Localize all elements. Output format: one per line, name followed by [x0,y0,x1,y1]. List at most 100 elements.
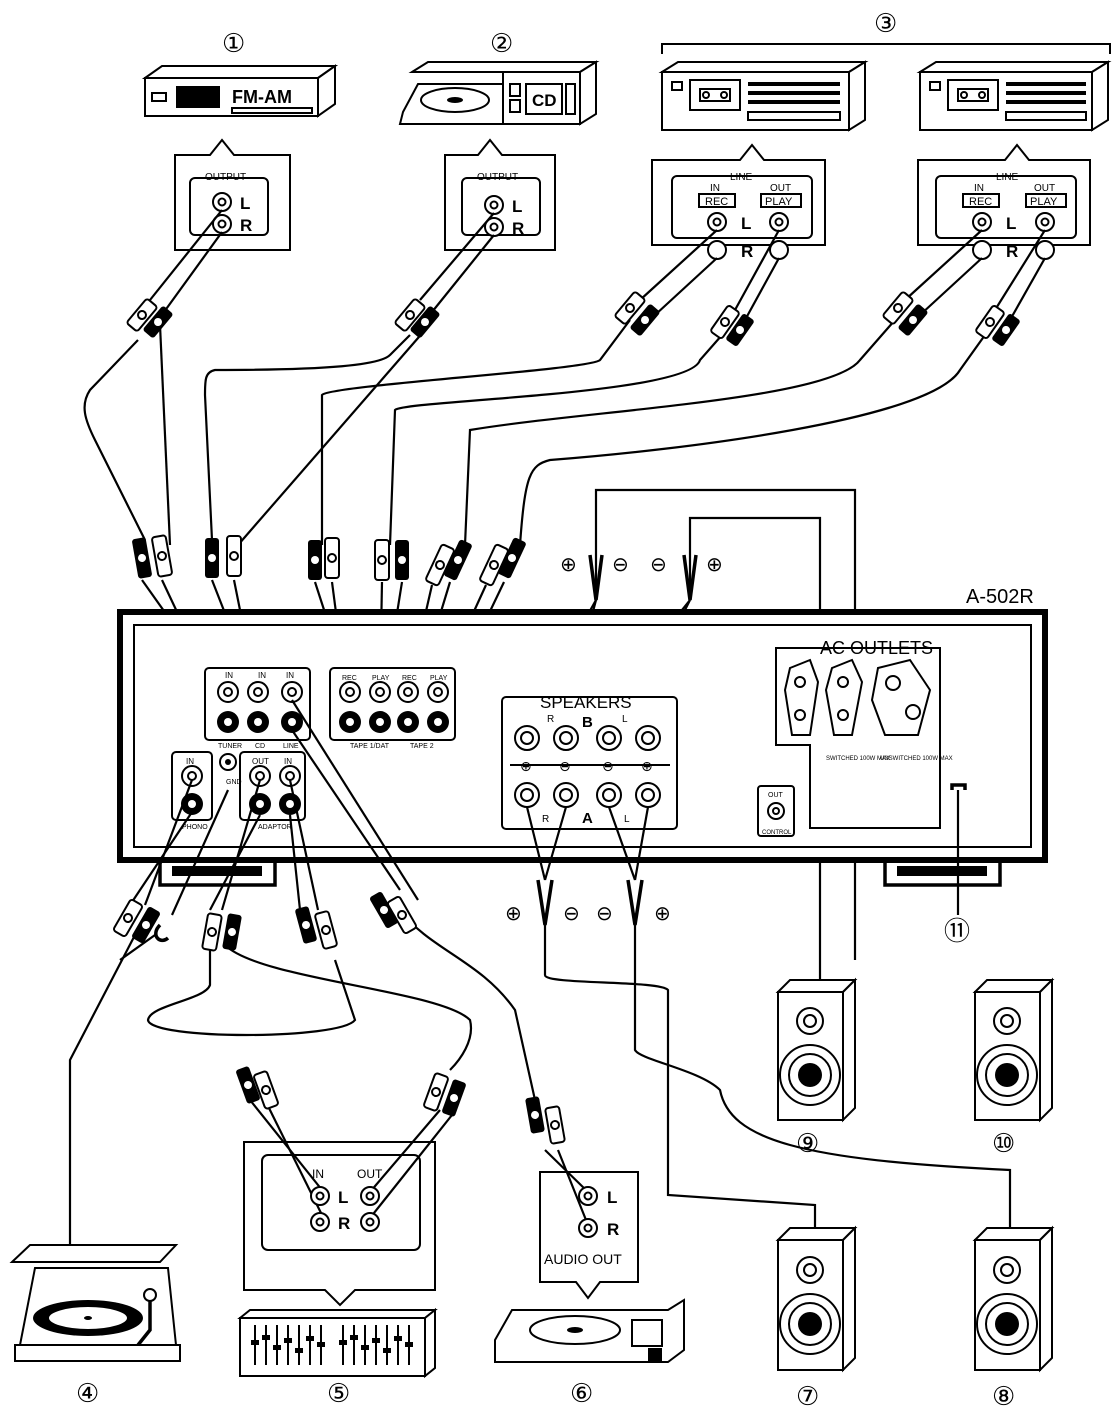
tape2-line-panel: LINE IN OUT REC PLAY L R [917,143,1091,261]
spk-a-minus-1: ⊖ [563,901,580,925]
spk-b-minus-2: ⊖ [650,552,667,576]
turntable-device [9,1244,181,1362]
tape-deck-2-device [916,60,1112,132]
rear-in-line: IN [286,671,294,680]
rear-rec-1: REC [342,675,357,682]
rear-switched-label: SWITCHED 100W MAX [826,756,890,762]
tape1-play-label: PLAY [765,196,793,208]
rear-tape2-label: TAPE 2 [410,743,434,750]
cd-l-label: L [512,197,522,216]
rear-unswitched-label: UNSWITCHED 100W MAX [880,756,953,762]
callout-1: ① [222,29,245,59]
spk-a-plus-1: ⊕ [505,901,522,925]
cd-label: CD [532,91,557,110]
tape2-rec-label: REC [969,196,992,208]
rear-pol-2: ⊖ [559,759,571,775]
eq-in-label: IN [312,1167,324,1181]
speaker-10 [972,977,1055,1123]
tape-deck-1-device [658,60,869,132]
rear-control-out-label: OUT [768,792,784,799]
callout-11: ⑪ [944,917,970,947]
rear-play-1: PLAY [372,675,390,682]
callout-9: ⑨ [796,1129,819,1159]
tape2-play-label: PLAY [1030,196,1058,208]
rear-in-tuner: IN [225,671,233,680]
tuner-r-label: R [240,216,252,235]
tuner-l-label: L [240,194,250,213]
callout-5: ⑤ [327,1379,350,1409]
spk-b-plus-1: ⊕ [560,552,577,576]
model-label: A-502R [966,586,1034,608]
cd-output-panel: OUTPUT L R [444,138,556,251]
callout-2: ② [490,29,513,59]
rear-in-cd: IN [258,671,266,680]
callout-4: ④ [76,1379,99,1409]
tuner-output-label: OUTPUT [205,172,246,183]
audio-out-r-label: R [607,1220,619,1239]
callout-8: ⑧ [992,1382,1015,1412]
top-rca-plugs [126,291,1020,346]
spk-a-plus-2: ⊕ [654,901,671,925]
rear-tuner-label: TUNER [218,743,242,750]
callout-7: ⑦ [796,1382,819,1412]
rear-gnd-label: GND [226,779,242,786]
spk-b-plus-2: ⊕ [706,552,723,576]
rear-b-r-label: R [547,714,554,725]
spk-a-minus-2: ⊖ [596,901,613,925]
rear-adaptor-in: IN [284,757,292,766]
cd-r-label: R [512,219,524,238]
audio-out-l-label: L [607,1188,617,1207]
cd-player-device: CD [398,60,600,126]
rear-pol-3: ⊖ [602,759,614,775]
top-cables [83,209,1046,546]
rear-cd-label: CD [255,743,265,750]
tape2-out-label: OUT [1034,183,1055,194]
equalizer-device [237,1307,438,1379]
cd-output-label: OUTPUT [477,172,518,183]
rear-pol-4: ⊕ [641,759,653,775]
rear-pol-1: ⊕ [520,759,532,775]
speaker-9 [775,977,858,1123]
rear-a-r-label: R [542,814,549,825]
tape2-r-label: R [1006,242,1018,261]
spk-b-minus-1: ⊖ [612,552,629,576]
rear-b-label: B [582,714,593,731]
amplifier-rear-panel: IN IN IN TUNER CD LINE REC PLAY REC PLAY… [117,609,1048,915]
rear-tape1-label: TAPE 1/DAT [350,743,390,750]
tape-deck-bracket [661,43,1111,54]
tuner-output-panel: OUTPUT L R [174,138,291,251]
tape2-line-label: LINE [996,172,1019,183]
rear-speakers-label: SPEAKERS [540,693,632,712]
speaker-7 [775,1225,858,1373]
tape1-line-panel: LINE IN OUT REC PLAY L R [651,143,826,261]
amp-front-cables [129,699,419,916]
tape1-out-label: OUT [770,183,791,194]
adaptor-panel: IN OUT L R [243,1141,436,1307]
audio-out-panel: L R AUDIO OUT [539,1171,639,1300]
tape1-rec-label: REC [705,196,728,208]
tape1-in-label: IN [710,183,720,194]
callout-10: ⑩ [992,1129,1015,1159]
rear-a-label: A [582,810,593,827]
callout-6: ⑥ [570,1379,593,1409]
tape1-r-label: R [741,242,753,261]
lower-rca-plugs [113,892,566,1145]
callout-3: ③ [874,9,897,39]
rear-a-l-label: L [624,814,630,825]
speaker-a-wires: ⊕ ⊖ ⊖ ⊕ [505,806,1012,1235]
rear-b-l-label: L [622,714,628,725]
rear-phono-label: PHONO [182,824,208,831]
cd-recorder-device [494,1298,685,1363]
speaker-8 [972,1225,1055,1373]
rear-play-2: PLAY [430,675,448,682]
rear-adaptor-out: OUT [252,757,269,766]
rear-ac-outlets-label: AC OUTLETS [820,638,933,658]
tape1-l-label: L [741,214,751,233]
tape2-l-label: L [1006,214,1016,233]
rear-control-label: CONTROL [762,830,792,836]
eq-l-label: L [338,1188,348,1207]
rear-adaptor-label: ADAPTOR [258,824,292,831]
tape2-in-label: IN [974,183,984,194]
eq-out-label: OUT [357,1167,383,1181]
